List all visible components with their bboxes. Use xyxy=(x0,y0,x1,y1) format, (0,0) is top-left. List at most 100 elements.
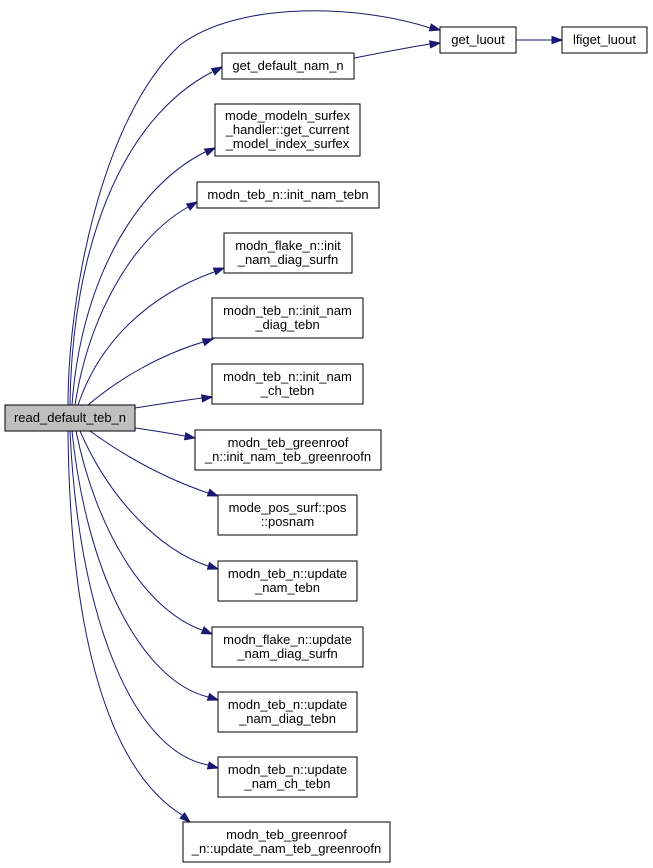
node-box xyxy=(217,560,358,602)
arrowhead-icon xyxy=(201,394,214,403)
node-label: _handler::get_current xyxy=(225,122,350,137)
edge-line xyxy=(69,71,213,406)
edge-line xyxy=(67,10,431,406)
node-label: _nam_tebn xyxy=(254,580,320,595)
node-get-default-nam-n[interactable]: get_default_nam_n xyxy=(221,52,355,80)
node-label: modn_flake_n::init xyxy=(235,238,341,253)
node-teb-update-diag[interactable]: modn_teb_n::update_nam_diag_tebn xyxy=(217,691,358,733)
node-lfiget-luout[interactable]: lfiget_luout xyxy=(561,26,648,54)
node-teb-update-ch[interactable]: modn_teb_n::update_nam_ch_tebn xyxy=(217,756,358,798)
node-label: modn_teb_greenroof xyxy=(228,435,349,450)
edge-line xyxy=(87,341,204,406)
arrowhead-icon xyxy=(203,147,217,157)
node-box xyxy=(223,232,353,274)
node-label: modn_flake_n::update xyxy=(223,632,352,647)
node-teb-init-ch[interactable]: modn_teb_n::init_nam_ch_tebn xyxy=(211,363,364,405)
node-teb-update-nam[interactable]: modn_teb_n::update_nam_tebn xyxy=(217,560,358,602)
node-box xyxy=(211,626,364,668)
edge-line xyxy=(353,43,431,59)
node-label: _nam_diag_surfn xyxy=(237,252,338,267)
node-box xyxy=(561,26,648,54)
node-box xyxy=(182,821,391,863)
node-flake-init[interactable]: modn_flake_n::init_nam_diag_surfn xyxy=(223,232,353,274)
arrowhead-icon xyxy=(206,761,220,770)
node-box xyxy=(221,52,355,80)
node-label: _ch_tebn xyxy=(260,383,315,398)
node-label: _nam_diag_tebn xyxy=(238,711,336,726)
node-label: _nam_diag_surfn xyxy=(236,646,337,661)
node-label: modn_teb_n::update xyxy=(228,697,347,712)
arrowhead-icon xyxy=(206,561,220,570)
node-box xyxy=(217,756,358,798)
node-flake-update[interactable]: modn_flake_n::update_nam_diag_surfn xyxy=(211,626,364,668)
node-label: modn_teb_n::update xyxy=(228,762,347,777)
node-box xyxy=(217,494,358,536)
node-label: _n::update_nam_teb_greenroofn xyxy=(191,841,381,856)
node-init-nam-tebn[interactable]: modn_teb_n::init_nam_tebn xyxy=(196,181,380,209)
edge-read_default_teb_n-to-init_nam_tebn xyxy=(74,201,199,406)
node-label: _n::init_nam_teb_greenroofn xyxy=(204,449,371,464)
edge-get_default_nam_n-to-get_luout xyxy=(353,40,442,59)
node-label: _diag_tebn xyxy=(254,317,319,332)
arrowhead-icon xyxy=(201,338,215,347)
edge-read_default_teb_n-to-flake_init xyxy=(77,267,226,406)
node-greenroof-init[interactable]: modn_teb_greenroof_n::init_nam_teb_green… xyxy=(194,429,382,471)
edge-line xyxy=(77,271,215,406)
arrowhead-icon xyxy=(206,692,220,701)
nodes-layer: read_default_teb_n get_luout lfiget_luoutg… xyxy=(4,26,648,863)
edge-read_default_teb_n-to-get_luout xyxy=(67,10,442,406)
node-label: modn_teb_greenroof xyxy=(226,827,347,842)
node-label: modn_teb_n::init_nam_tebn xyxy=(207,187,368,202)
edge-read_default_teb_n-to-greenroof_init xyxy=(134,427,197,441)
edge-line xyxy=(74,206,189,406)
edge-line xyxy=(134,397,203,409)
node-label: ::posnam xyxy=(261,514,314,529)
node-label: read_default_teb_n xyxy=(14,410,126,425)
edge-line xyxy=(134,427,186,437)
node-label: modn_teb_n::init_nam xyxy=(223,303,352,318)
edge-read_default_teb_n-to-get_default_nam_n xyxy=(69,66,224,406)
node-box xyxy=(214,103,361,157)
arrowhead-icon xyxy=(179,812,192,823)
node-teb-init-diag[interactable]: modn_teb_n::init_nam_diag_tebn xyxy=(211,297,364,339)
node-box xyxy=(439,26,517,54)
edge-line xyxy=(69,430,209,766)
arrowhead-icon xyxy=(185,201,199,211)
arrowhead-icon xyxy=(428,23,442,32)
node-box xyxy=(211,297,364,339)
edge-line xyxy=(75,430,203,631)
node-box xyxy=(211,363,364,405)
edges-layer xyxy=(67,10,564,823)
edge-line xyxy=(71,430,209,698)
edge-line xyxy=(79,430,209,567)
node-label: mode_modeln_surfex xyxy=(225,108,351,123)
node-box xyxy=(196,181,380,209)
edge-read_default_teb_n-to-flake_update xyxy=(75,430,214,635)
node-get-luout[interactable]: get_luout xyxy=(439,26,517,54)
arrowhead-icon xyxy=(183,432,197,441)
edge-read_default_teb_n-to-teb_init_ch xyxy=(134,394,214,409)
arrowhead-icon xyxy=(212,267,226,276)
node-pos-surf[interactable]: mode_pos_surf::pos::posnam xyxy=(217,494,358,536)
node-greenroof-update[interactable]: modn_teb_greenroof_n::update_nam_teb_gre… xyxy=(182,821,391,863)
arrowhead-icon xyxy=(210,66,224,76)
node-label: lfiget_luout xyxy=(573,32,636,47)
edge-read_default_teb_n-to-teb_update_diag xyxy=(71,430,220,701)
node-box xyxy=(4,404,136,432)
node-mode-modeln-surfex[interactable]: mode_modeln_surfex_handler::get_current_… xyxy=(214,103,361,157)
arrowhead-icon xyxy=(551,35,564,45)
node-label: _nam_ch_tebn xyxy=(243,776,330,791)
node-label: _model_index_surfex xyxy=(225,136,350,151)
node-box xyxy=(217,691,358,733)
node-label: modn_teb_n::init_nam xyxy=(223,369,352,384)
node-label: get_luout xyxy=(451,32,505,47)
edge-read_default_teb_n-to-greenroof_update xyxy=(67,430,192,823)
node-label: modn_teb_n::update xyxy=(228,566,347,581)
edge-get_luout-to-lfiget_luout xyxy=(516,35,564,45)
edge-line xyxy=(89,430,209,494)
edge-line xyxy=(71,151,206,406)
edge-read_default_teb_n-to-teb_update_ch xyxy=(69,430,220,770)
node-label: get_default_nam_n xyxy=(232,58,343,73)
